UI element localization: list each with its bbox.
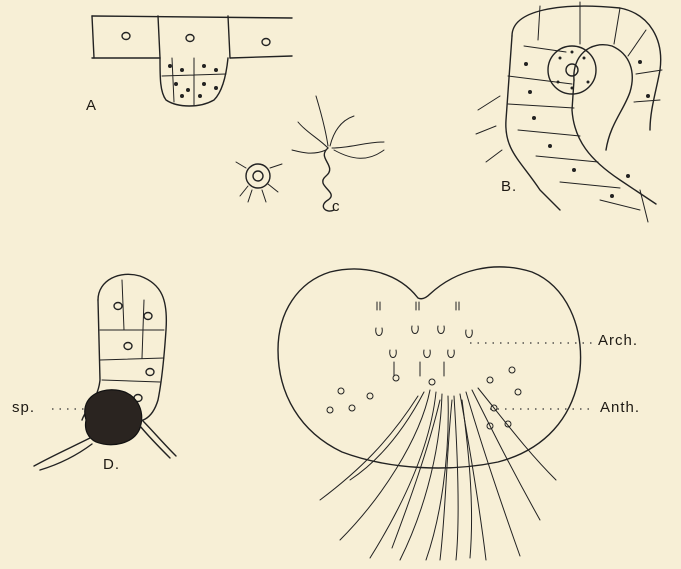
figure-b-label: B. [501,178,517,195]
figure-d-label: D. [103,456,120,473]
prothallus-drawing [278,267,594,560]
figure-c-label: c [332,198,341,215]
figure-c-drawing [236,96,384,211]
archegonia-label: Arch. [598,332,638,349]
figure-d-drawing [34,274,176,470]
spore-label: sp. [12,399,35,416]
figure-a-label: A [86,97,97,114]
figure-a-drawing [92,16,292,106]
antheridia-label: Anth. [600,399,640,416]
